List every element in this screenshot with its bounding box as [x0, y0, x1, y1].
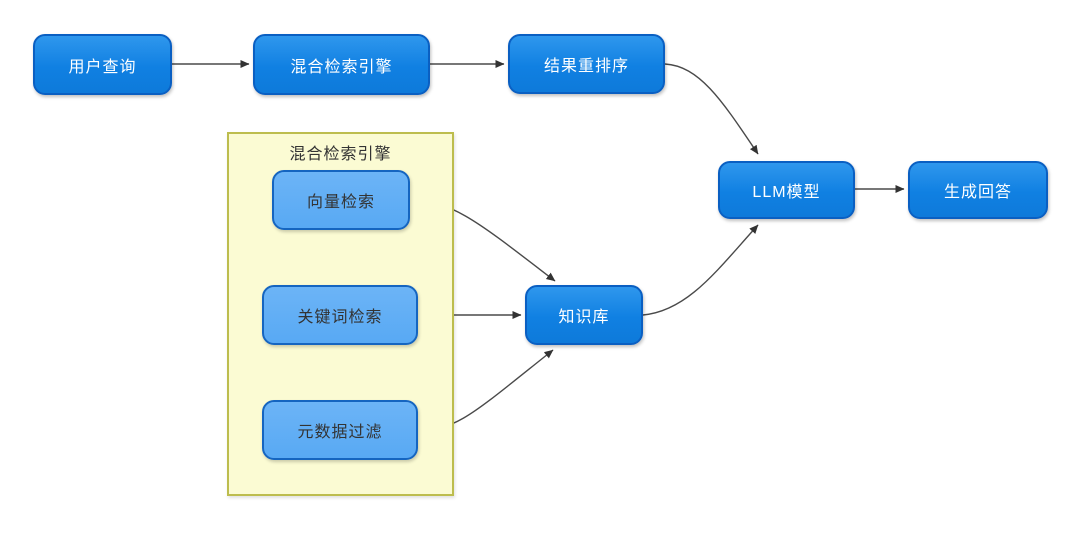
node-rerank[interactable]: 结果重排序 [508, 34, 665, 94]
node-keyword-retrieval[interactable]: 关键词检索 [262, 285, 418, 345]
hybrid-engine-group-title: 混合检索引擎 [289, 146, 392, 163]
node-hybrid-engine-label: 混合检索引擎 [290, 58, 393, 76]
node-llm-label: LLM模型 [752, 184, 821, 201]
node-answer-label: 生成回答 [943, 184, 1012, 201]
node-answer[interactable]: 生成回答 [908, 161, 1048, 219]
node-user-query[interactable]: 用户查询 [33, 34, 172, 95]
node-vector-retrieval-label: 向量检索 [306, 194, 375, 211]
node-vector-retrieval[interactable]: 向量检索 [272, 170, 410, 230]
node-llm[interactable]: LLM模型 [718, 161, 855, 219]
edge-rerank-to-llm [664, 63, 759, 155]
node-keyword-retrieval-label: 关键词检索 [297, 309, 383, 326]
node-metadata-filter-label: 元数据过滤 [297, 424, 383, 441]
edge-kb-to-llm [642, 224, 759, 316]
node-knowledge-base-label: 知识库 [558, 309, 610, 326]
node-metadata-filter[interactable]: 元数据过滤 [262, 400, 418, 460]
node-rerank-label: 结果重排序 [543, 58, 629, 75]
node-user-query-label: 用户查询 [68, 58, 137, 76]
node-knowledge-base[interactable]: 知识库 [525, 285, 643, 345]
node-hybrid-engine[interactable]: 混合检索引擎 [253, 34, 430, 95]
